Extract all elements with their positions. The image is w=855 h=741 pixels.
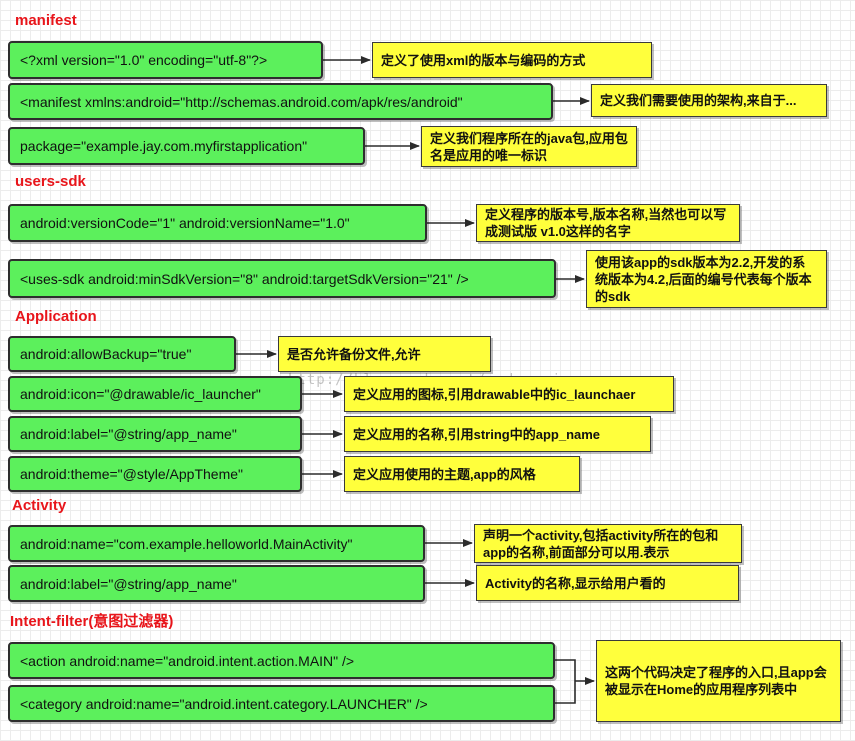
section-title-users-sdk: users-sdk bbox=[15, 173, 86, 190]
code-activity-name: android:name="com.example.helloworld.Mai… bbox=[8, 525, 425, 562]
section-title-intent-filter: Intent-filter(意图过滤器) bbox=[10, 613, 174, 630]
note-intent: 这两个代码决定了程序的入口,且app会被显示在Home的应用程序列表中 bbox=[596, 640, 841, 722]
code-xml-declaration: <?xml version="1.0" encoding="utf-8"?> bbox=[8, 41, 323, 79]
code-package: package="example.jay.com.myfirstapplicat… bbox=[8, 127, 365, 165]
code-icon: android:icon="@drawable/ic_launcher" bbox=[8, 376, 302, 412]
code-version: android:versionCode="1" android:versionN… bbox=[8, 204, 427, 242]
code-manifest-xmlns: <manifest xmlns:android="http://schemas.… bbox=[8, 83, 553, 120]
bracket-intent bbox=[555, 659, 594, 704]
section-title-activity: Activity bbox=[12, 497, 67, 514]
section-title-manifest: manifest bbox=[15, 12, 77, 29]
note-activity-label: Activity的名称,显示给用户看的 bbox=[476, 565, 739, 601]
note-allow-backup: 是否允许备份文件,允许 bbox=[278, 336, 491, 372]
code-allow-backup: android:allowBackup="true" bbox=[8, 336, 236, 372]
code-intent-category: <category android:name="android.intent.c… bbox=[8, 685, 555, 722]
note-icon: 定义应用的图标,引用drawable中的ic_launchaer bbox=[344, 376, 674, 412]
note-manifest-xmlns: 定义我们需要使用的架构,来自于... bbox=[591, 84, 827, 117]
note-theme: 定义应用使用的主题,app的风格 bbox=[344, 456, 580, 492]
code-activity-label: android:label="@string/app_name" bbox=[8, 565, 425, 602]
code-label: android:label="@string/app_name" bbox=[8, 416, 302, 452]
code-theme: android:theme="@style/AppTheme" bbox=[8, 456, 302, 492]
note-label: 定义应用的名称,引用string中的app_name bbox=[344, 416, 651, 452]
note-uses-sdk: 使用该app的sdk版本为2.2,开发的系统版本为4.2,后面的编号代表每个版本… bbox=[586, 250, 827, 308]
note-activity-name: 声明一个activity,包括activity所在的包和app的名称,前面部分可… bbox=[474, 524, 742, 563]
code-uses-sdk: <uses-sdk android:minSdkVersion="8" andr… bbox=[8, 259, 556, 298]
note-version: 定义程序的版本号,版本名称,当然也可以写成测试版 v1.0这样的名字 bbox=[476, 204, 740, 242]
note-xml-declaration: 定义了使用xml的版本与编码的方式 bbox=[372, 42, 652, 78]
section-title-application: Application bbox=[15, 308, 97, 325]
code-intent-action: <action android:name="android.intent.act… bbox=[8, 642, 555, 679]
note-package: 定义我们程序所在的java包,应用包名是应用的唯一标识 bbox=[421, 126, 637, 167]
